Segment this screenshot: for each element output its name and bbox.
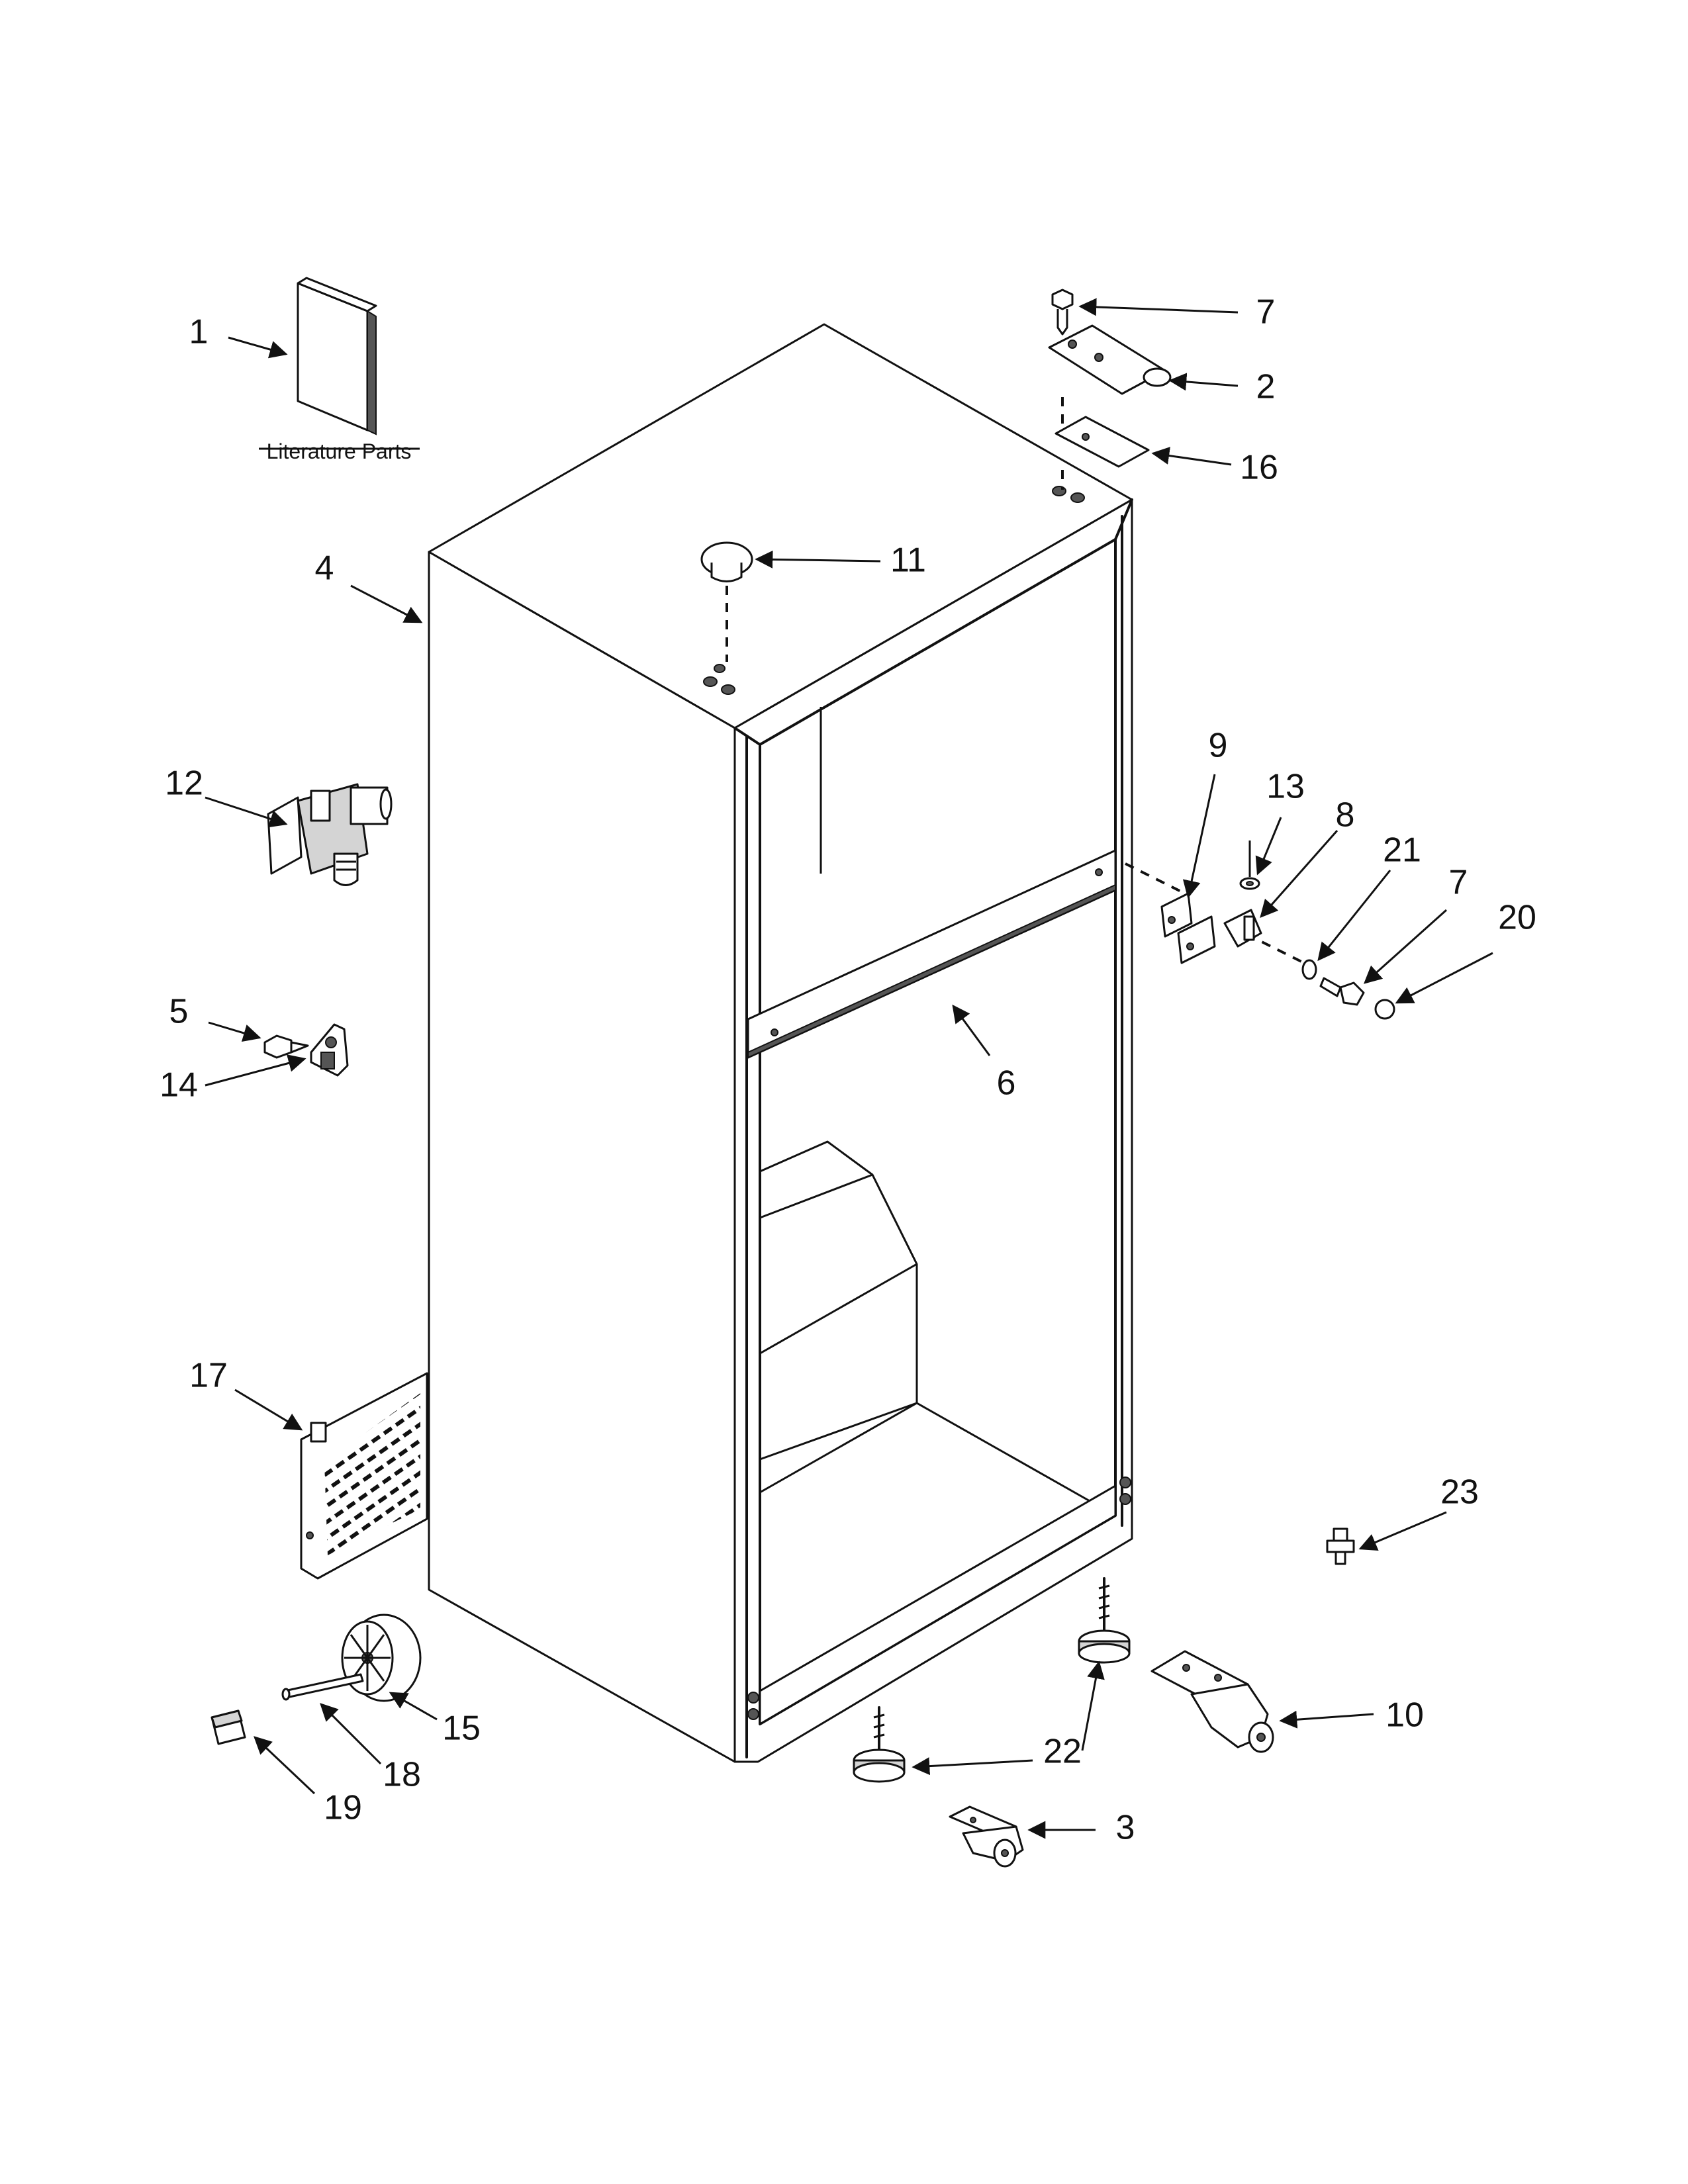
callout-5: 5 xyxy=(169,993,189,1031)
center-rail xyxy=(747,849,1117,1059)
leader-lines xyxy=(205,298,1493,1839)
access-panel xyxy=(300,1372,428,1580)
callout-6: 6 xyxy=(997,1064,1016,1103)
roller-pin xyxy=(281,1673,364,1701)
callout-10: 10 xyxy=(1385,1696,1424,1735)
water-valve xyxy=(267,783,393,886)
callout-4: 4 xyxy=(315,549,334,588)
screw-23 xyxy=(1326,1527,1355,1565)
callout-21: 21 xyxy=(1383,831,1421,870)
refrigerator-cabinet xyxy=(428,323,1133,1763)
roller-cap xyxy=(211,1709,246,1745)
leveling-leg-rear xyxy=(1078,1577,1131,1664)
center-hinge-assembly xyxy=(1125,841,1395,1020)
rear-roller xyxy=(341,1614,422,1702)
callout-1: 1 xyxy=(189,313,209,351)
callout-11: 11 xyxy=(890,541,926,580)
callout-12: 12 xyxy=(165,764,203,803)
literature-parts: Literature Parts xyxy=(259,277,420,463)
callout-22: 22 xyxy=(1043,1733,1082,1771)
callout-13: 13 xyxy=(1266,768,1305,806)
front-roller-assembly xyxy=(1150,1650,1274,1753)
roller-bracket xyxy=(949,1805,1024,1868)
plug xyxy=(700,541,753,662)
callout-18: 18 xyxy=(383,1756,421,1794)
callout-3: 3 xyxy=(1116,1809,1135,1847)
callout-8: 8 xyxy=(1336,796,1355,835)
callout-15: 15 xyxy=(442,1709,481,1748)
bracket-and-screw xyxy=(263,1023,349,1077)
top-hinge-assembly xyxy=(1048,289,1172,490)
literature-parts-label: Literature Parts xyxy=(267,439,412,463)
callout-9: 9 xyxy=(1209,727,1228,765)
callout-20: 20 xyxy=(1498,899,1536,937)
callout-16: 16 xyxy=(1240,449,1278,487)
callout-17: 17 xyxy=(189,1357,228,1395)
callout-19: 19 xyxy=(324,1789,362,1827)
callout-2: 2 xyxy=(1256,368,1276,406)
callout-7-hinge: 7 xyxy=(1449,864,1468,902)
callout-23: 23 xyxy=(1440,1473,1479,1512)
leveling-leg-front xyxy=(853,1706,906,1783)
callouts: 1 2 3 4 5 6 7 7 8 9 10 11 12 13 14 15 16… xyxy=(160,293,1536,1847)
callout-14: 14 xyxy=(160,1066,198,1105)
callout-7-top: 7 xyxy=(1256,293,1276,332)
